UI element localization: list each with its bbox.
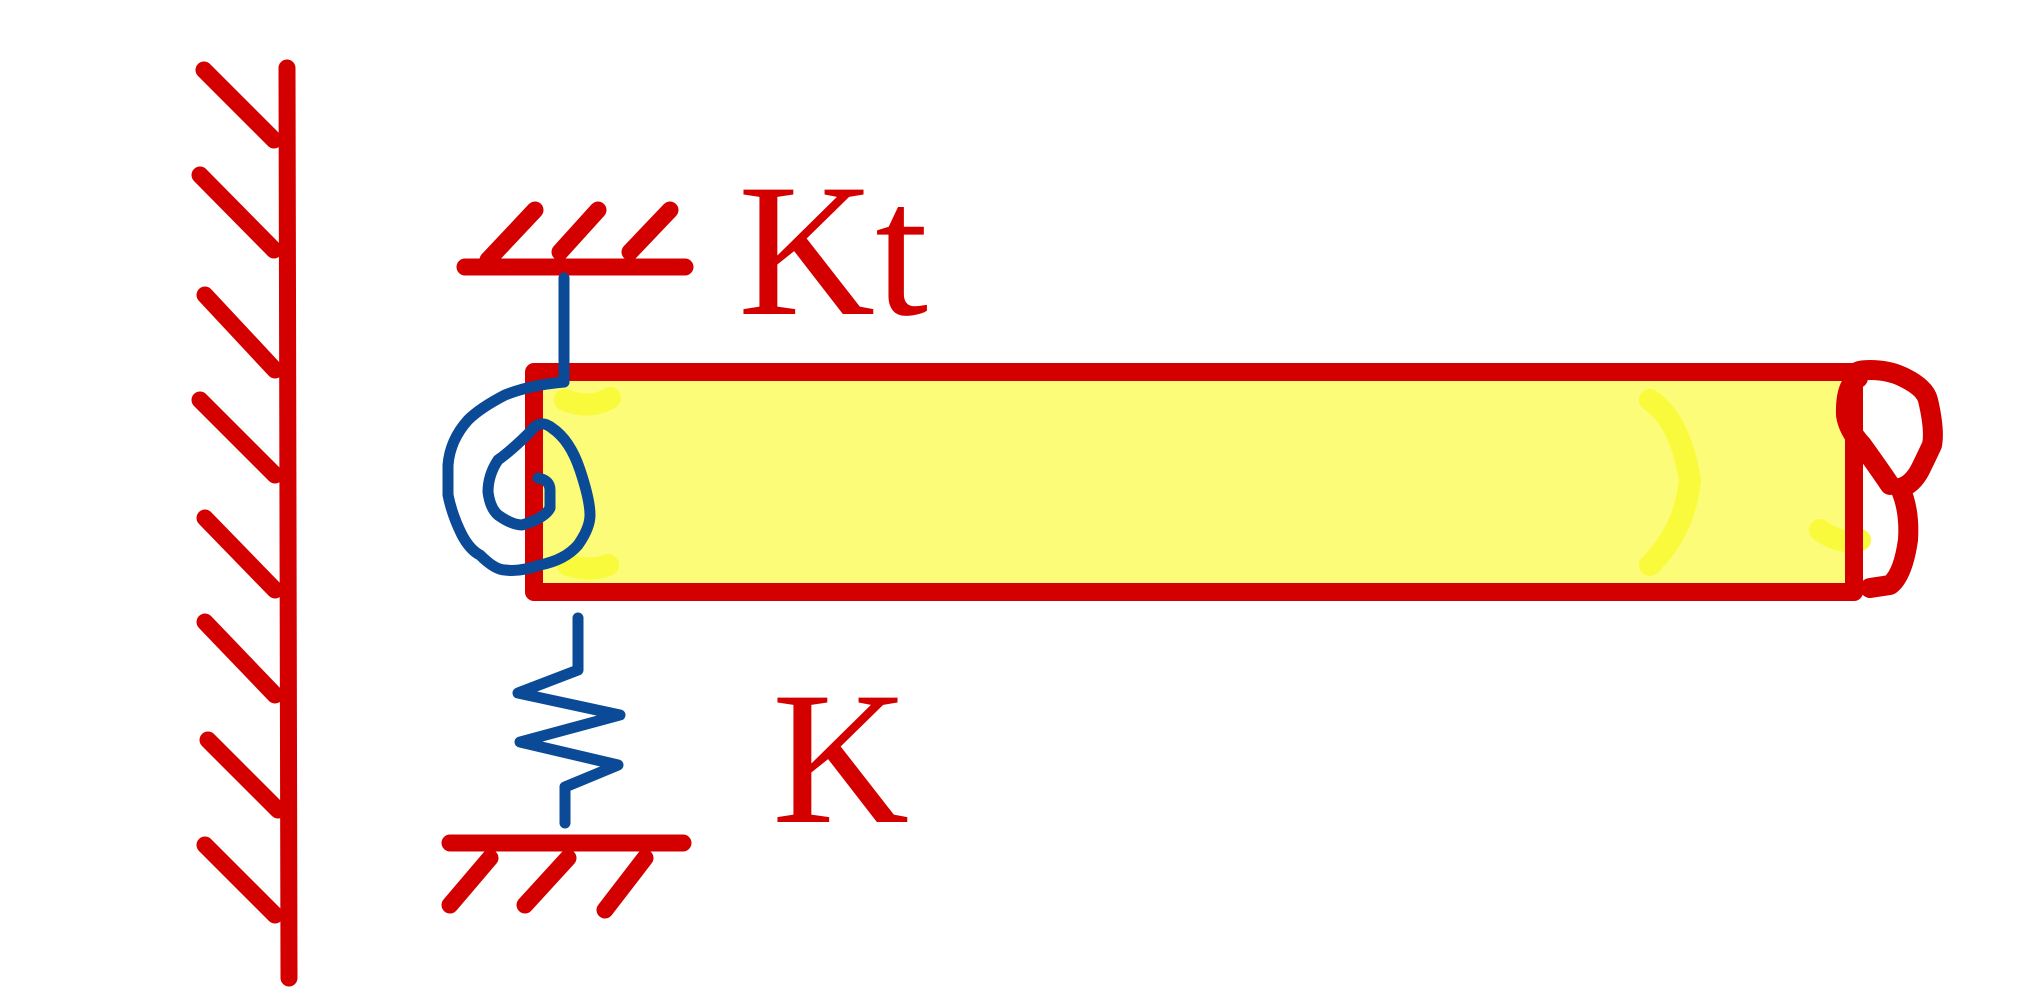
beam-end-loop-icon xyxy=(1835,360,1943,598)
fixed-wall-support-icon xyxy=(191,59,298,987)
translational-spring-label: K xyxy=(772,654,909,864)
spiral-spring-icon xyxy=(442,272,596,576)
beam-body xyxy=(534,372,1854,592)
beam-outline xyxy=(525,363,1863,601)
top-ground-hatch-icon xyxy=(456,201,694,276)
beam xyxy=(525,360,1943,601)
bottom-ground-hatch-icon xyxy=(441,834,692,919)
zigzag-spring-icon xyxy=(512,612,626,829)
rotational-spring-label: Kt xyxy=(738,146,928,356)
